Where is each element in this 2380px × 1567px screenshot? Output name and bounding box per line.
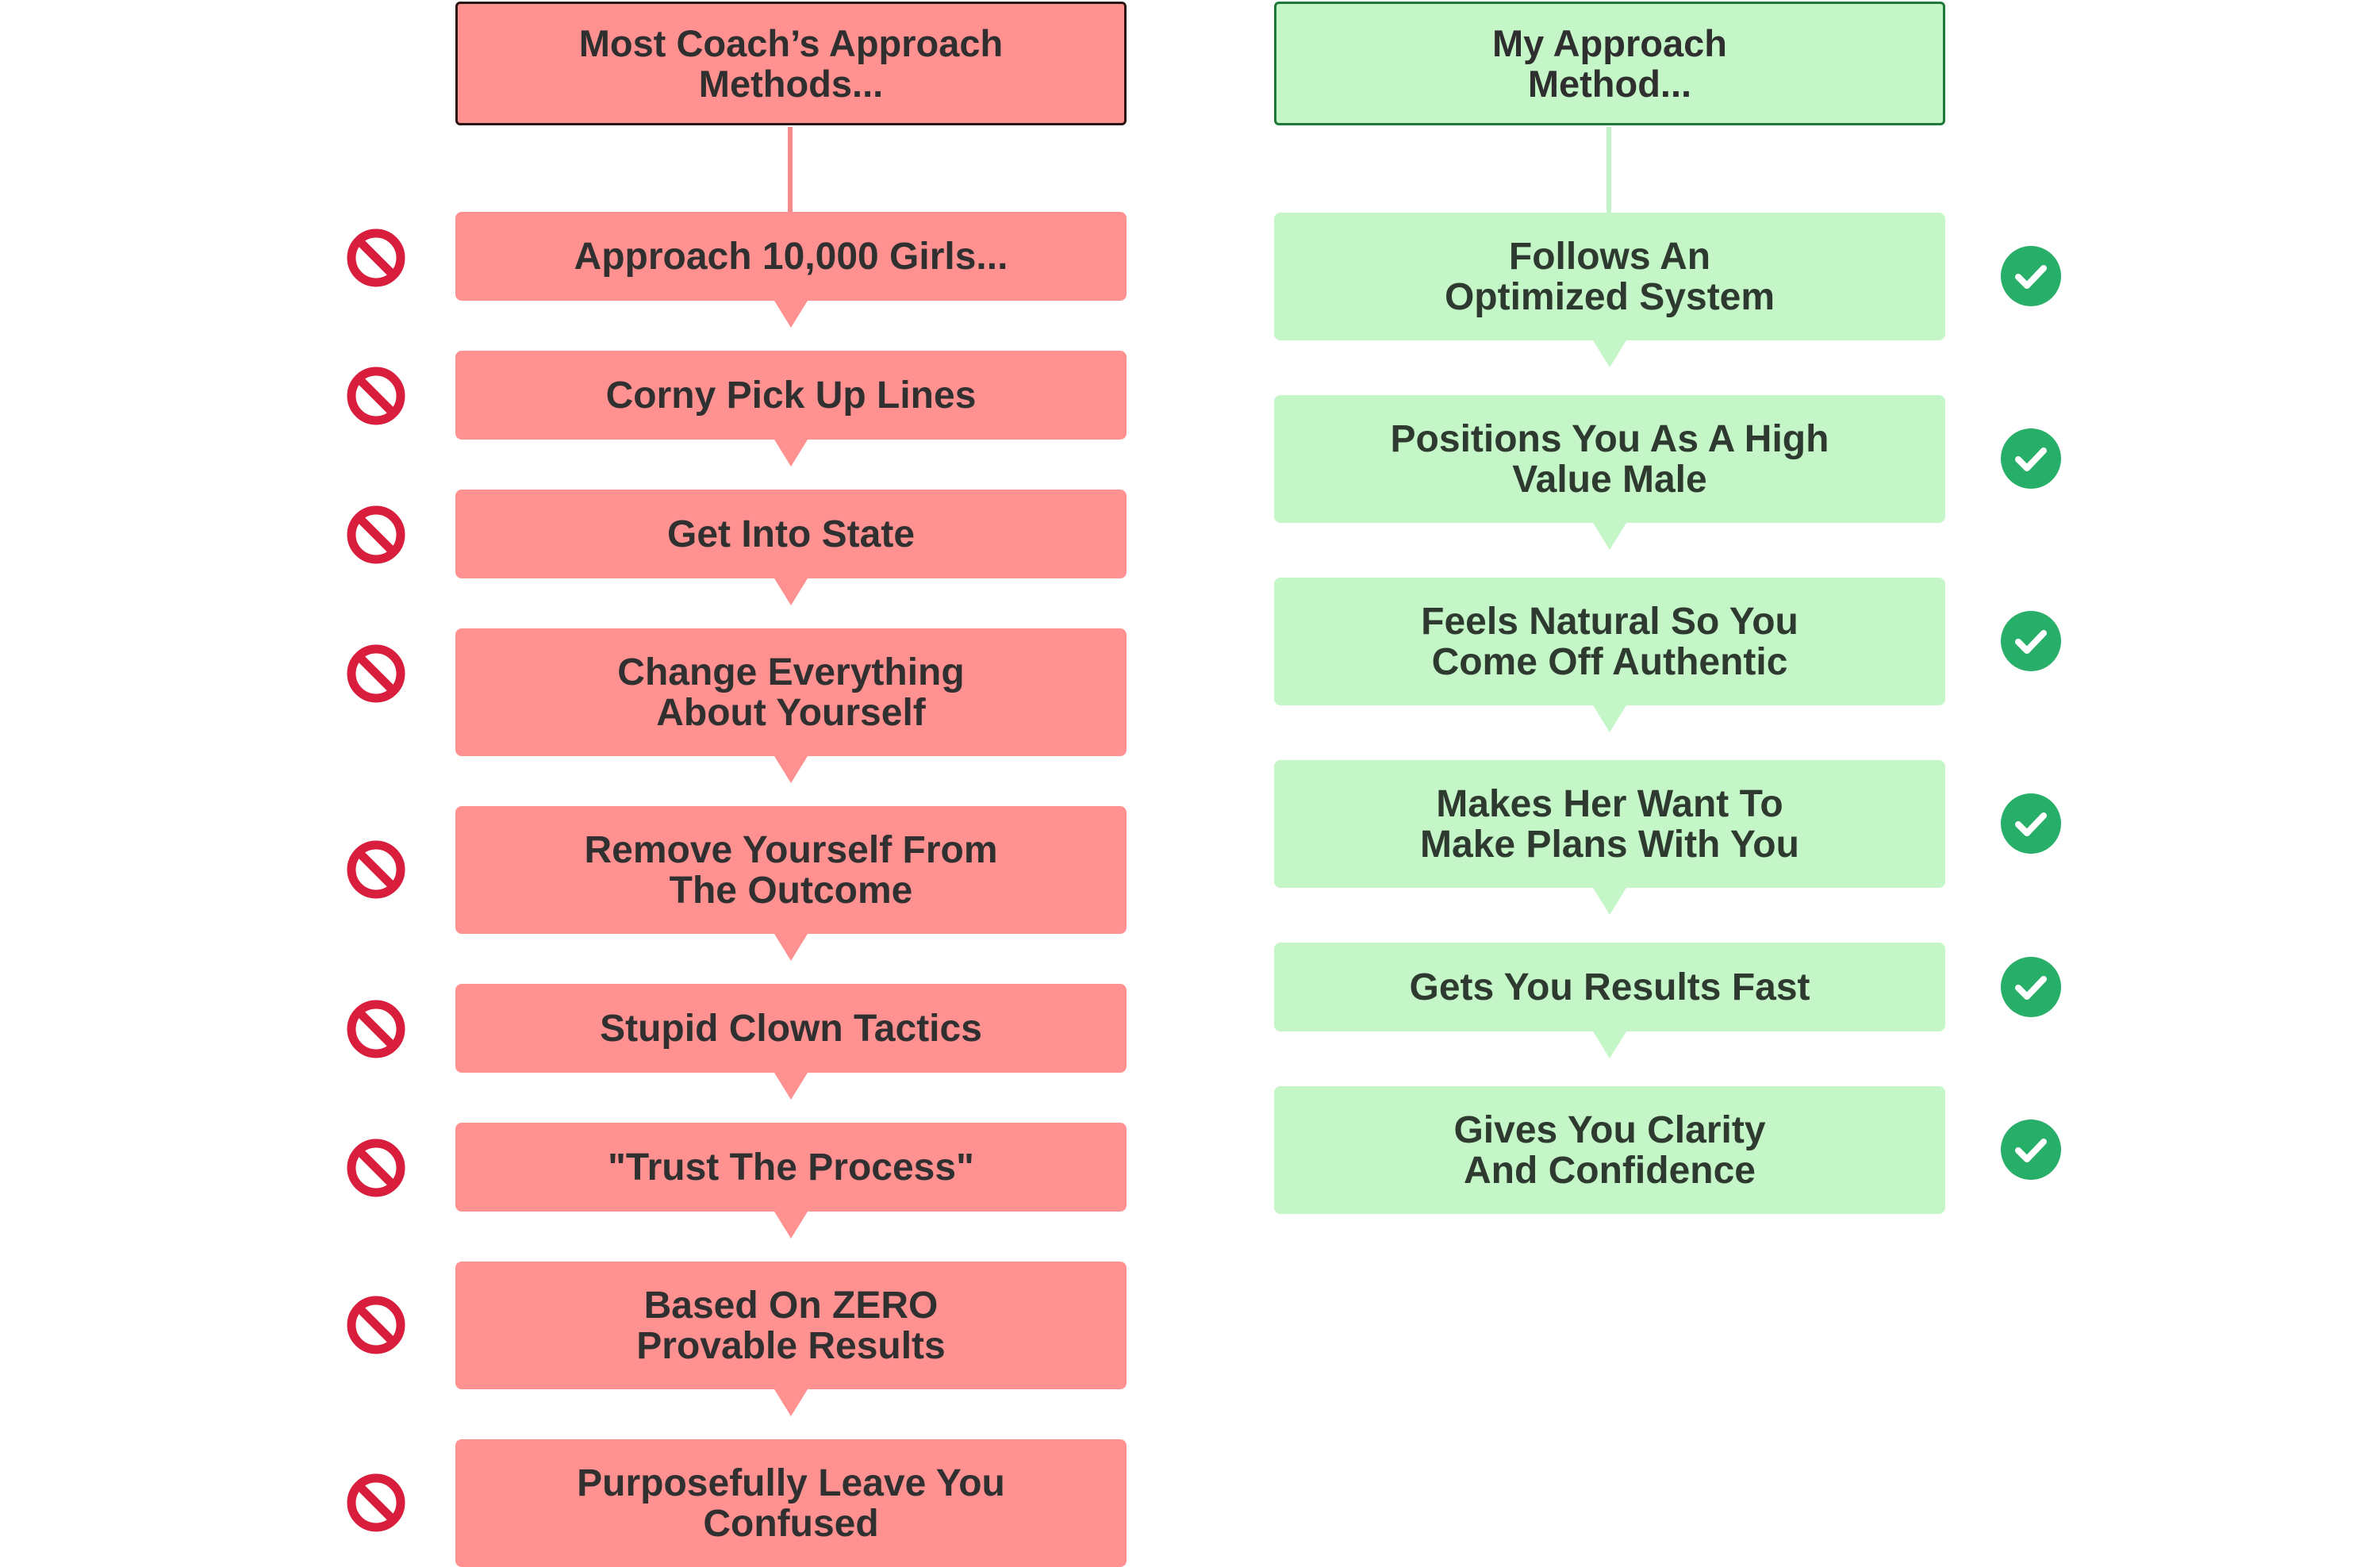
- left-step-8: Based On ZERO Provable Results: [455, 1262, 1127, 1389]
- prohibited-icon: [346, 228, 406, 288]
- right-arrow-2: [1593, 523, 1626, 550]
- checkmark-icon: [2001, 611, 2061, 671]
- right-step-5: Gets You Results Fast: [1274, 943, 1945, 1031]
- right-step-4: Makes Her Want To Make Plans With You: [1274, 760, 1945, 888]
- left-step-1: Approach 10,000 Girls...: [455, 212, 1127, 301]
- prohibited-icon: [346, 1295, 406, 1355]
- left-column-header: Most Coach’s Approach Methods...: [455, 2, 1127, 125]
- checkmark-icon: [2001, 957, 2061, 1017]
- right-arrow-4: [1593, 888, 1626, 915]
- prohibited-icon: [346, 1138, 406, 1198]
- right-step-3: Feels Natural So You Come Off Authentic: [1274, 578, 1945, 705]
- left-step-4: Change Everything About Yourself: [455, 628, 1127, 756]
- left-arrow-3: [774, 578, 808, 605]
- prohibited-icon: [346, 643, 406, 704]
- left-step-5: Remove Yourself From The Outcome: [455, 806, 1127, 934]
- checkmark-icon: [2001, 1120, 2061, 1180]
- prohibited-icon: [346, 1473, 406, 1533]
- left-step-2: Corny Pick Up Lines: [455, 351, 1127, 440]
- checkmark-icon: [2001, 428, 2061, 489]
- left-step-6: Stupid Clown Tactics: [455, 984, 1127, 1073]
- left-arrow-8: [774, 1389, 808, 1416]
- left-arrow-2: [774, 440, 808, 467]
- prohibited-icon: [346, 839, 406, 900]
- right-arrow-1: [1593, 340, 1626, 367]
- prohibited-icon: [346, 999, 406, 1059]
- left-arrow-5: [774, 934, 808, 961]
- left-step-9: Purposefully Leave You Confused: [455, 1439, 1127, 1567]
- prohibited-icon: [346, 505, 406, 565]
- left-step-7: "Trust The Process": [455, 1123, 1127, 1212]
- left-arrow-6: [774, 1073, 808, 1100]
- right-arrow-5: [1593, 1031, 1626, 1058]
- right-header-connector: [1606, 127, 1611, 213]
- left-arrow-1: [774, 301, 808, 328]
- prohibited-icon: [346, 366, 406, 426]
- right-arrow-3: [1593, 705, 1626, 732]
- checkmark-icon: [2001, 246, 2061, 306]
- left-step-3: Get Into State: [455, 490, 1127, 578]
- right-step-6: Gives You Clarity And Confidence: [1274, 1086, 1945, 1214]
- checkmark-icon: [2001, 793, 2061, 854]
- right-column-header: My Approach Method...: [1274, 2, 1945, 125]
- right-step-2: Positions You As A High Value Male: [1274, 395, 1945, 523]
- left-header-connector: [788, 127, 793, 213]
- left-arrow-4: [774, 756, 808, 783]
- right-step-1: Follows An Optimized System: [1274, 213, 1945, 340]
- left-arrow-7: [774, 1212, 808, 1239]
